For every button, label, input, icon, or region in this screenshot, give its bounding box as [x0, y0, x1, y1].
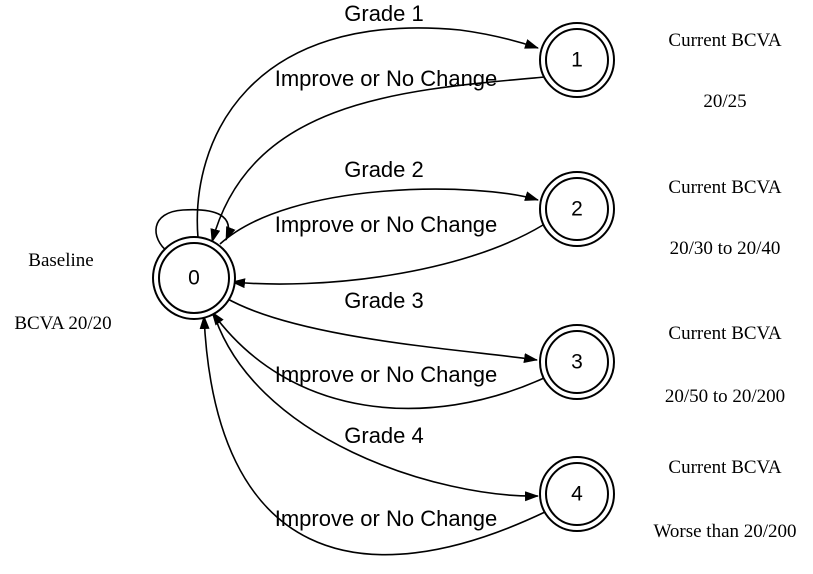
- grade-1-bcva-value: 20/25: [703, 91, 746, 112]
- grade-3-label: Grade 3: [344, 288, 424, 313]
- state-3: 3: [539, 324, 615, 400]
- grade-2-bcva-title: Current BCVA: [668, 177, 781, 198]
- edge-forward-4: [211, 307, 539, 502]
- grade-1-bcva-title: Current BCVA: [668, 30, 781, 51]
- state-2-label: 2: [571, 198, 583, 221]
- state-0-label: 0: [188, 267, 200, 290]
- return-2-label: Improve or No Change: [275, 212, 498, 237]
- state-2: 2: [539, 171, 615, 247]
- edge-return-4: [199, 315, 546, 556]
- grade-3-bcva-title: Current BCVA: [668, 323, 781, 344]
- state-0: 0: [152, 236, 236, 320]
- baseline-title: Baseline: [28, 250, 93, 271]
- return-4-label: Improve or No Change: [275, 506, 498, 531]
- edge-self-loop-0: [155, 208, 236, 253]
- edge-return-3: [211, 311, 545, 410]
- baseline-bcva: BCVA 20/20: [14, 313, 111, 334]
- grade-4-bcva-value: Worse than 20/200: [653, 521, 796, 542]
- grade-2-label: Grade 2: [344, 157, 424, 182]
- return-3-label: Improve or No Change: [275, 362, 498, 387]
- edge-forward-2: [219, 188, 539, 245]
- state-3-label: 3: [571, 351, 583, 374]
- edge-forward-1: [196, 27, 539, 239]
- grade-2-bcva-value: 20/30 to 20/40: [670, 238, 781, 259]
- edge-return-1: [210, 76, 546, 243]
- edge-forward-3: [225, 297, 538, 364]
- state-4: 4: [539, 456, 615, 532]
- grade-1-label: Grade 1: [344, 1, 424, 26]
- edge-return-2: [231, 224, 544, 289]
- return-1-label: Improve or No Change: [275, 66, 498, 91]
- state-1: 1: [539, 22, 615, 98]
- grade-3-bcva-value: 20/50 to 20/200: [665, 386, 785, 407]
- grade-4-label: Grade 4: [344, 423, 424, 448]
- state-1-label: 1: [571, 49, 583, 72]
- state-4-label: 4: [571, 483, 583, 506]
- grade-4-bcva-title: Current BCVA: [668, 457, 781, 478]
